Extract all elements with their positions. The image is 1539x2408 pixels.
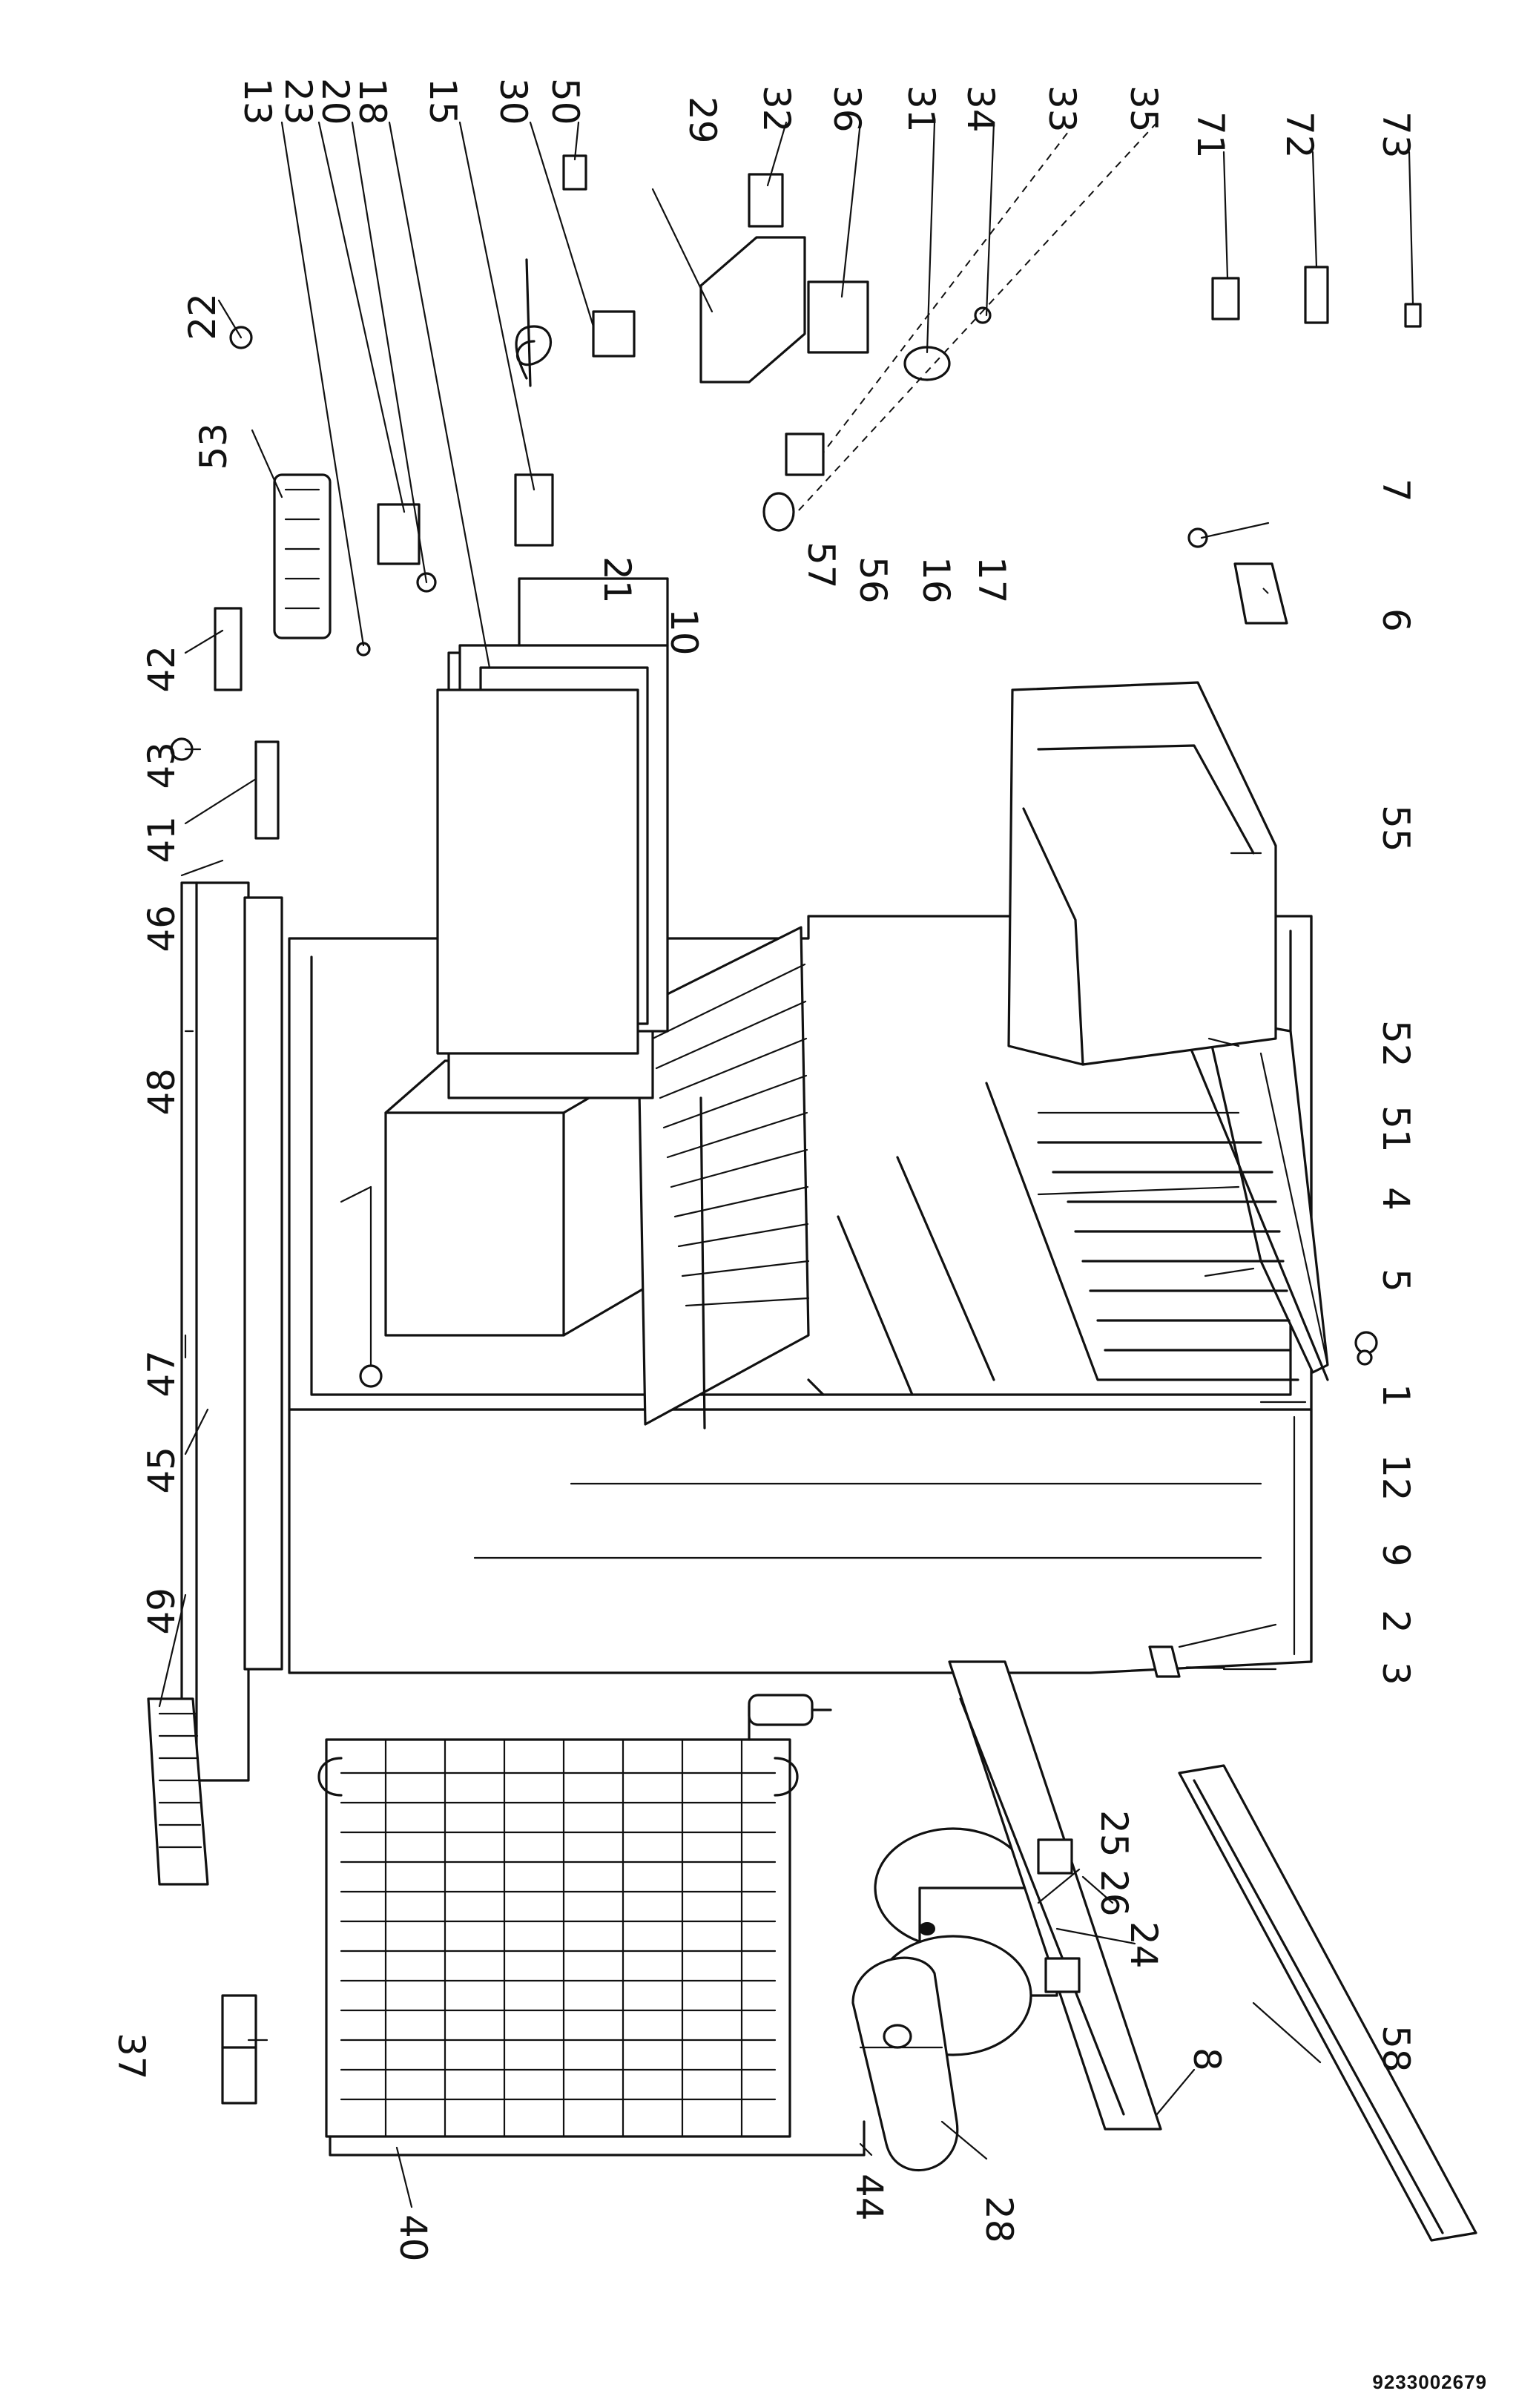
callout-53: 53 bbox=[192, 423, 235, 470]
callout-44: 44 bbox=[848, 2174, 891, 2221]
callout-12: 12 bbox=[1374, 1454, 1417, 1501]
callout-25: 25 bbox=[1093, 1810, 1136, 1858]
callout-36: 36 bbox=[825, 85, 869, 133]
callout-58: 58 bbox=[1374, 2025, 1417, 2073]
callout-10: 10 bbox=[662, 608, 705, 656]
callout-40: 40 bbox=[392, 2214, 435, 2262]
crisper-drawer bbox=[1007, 681, 1277, 1066]
callout-24: 24 bbox=[1122, 1921, 1165, 1969]
callout-17: 17 bbox=[970, 556, 1013, 604]
callout-28: 28 bbox=[978, 2196, 1021, 2243]
relay-cover bbox=[851, 1956, 959, 2172]
callout-3: 3 bbox=[1374, 1662, 1417, 1685]
callout-51: 51 bbox=[1374, 1105, 1417, 1153]
condenser-bracket bbox=[221, 1994, 257, 2105]
callout-37: 37 bbox=[110, 2033, 153, 2080]
callout-43: 43 bbox=[140, 742, 183, 789]
part-callouts: 22 53 42 43 41 46 48 47 45 49 13 23 20 1… bbox=[110, 78, 1417, 2262]
callout-29: 29 bbox=[681, 96, 724, 144]
callout-6: 6 bbox=[1374, 608, 1417, 632]
callout-45: 45 bbox=[140, 1447, 183, 1494]
callout-49: 49 bbox=[140, 1588, 183, 1635]
callout-9: 9 bbox=[1374, 1543, 1417, 1567]
callout-22: 22 bbox=[181, 293, 224, 341]
callout-5: 5 bbox=[1374, 1269, 1417, 1292]
leader-lines bbox=[158, 121, 1414, 2208]
callout-2: 2 bbox=[1374, 1610, 1417, 1634]
callout-23: 23 bbox=[277, 78, 320, 125]
callout-56: 56 bbox=[851, 556, 894, 604]
freezer-door-frame bbox=[436, 577, 669, 1099]
callout-57: 57 bbox=[800, 542, 843, 589]
small-parts-top bbox=[170, 326, 554, 840]
capillary-tube bbox=[748, 1694, 832, 1726]
callout-50: 50 bbox=[544, 78, 587, 125]
callout-73: 73 bbox=[1374, 111, 1417, 159]
callout-55: 55 bbox=[1374, 805, 1417, 852]
lamp-assembly bbox=[699, 173, 1422, 532]
kickplate bbox=[1178, 1764, 1477, 2242]
callout-13: 13 bbox=[236, 78, 279, 125]
callout-33: 33 bbox=[1041, 85, 1084, 133]
callout-16: 16 bbox=[914, 556, 958, 604]
door-panel bbox=[180, 881, 283, 1782]
callout-21: 21 bbox=[596, 556, 639, 604]
callout-18: 18 bbox=[351, 78, 394, 125]
callout-1: 1 bbox=[1374, 1384, 1417, 1407]
callout-4: 4 bbox=[1374, 1187, 1417, 1211]
callout-31: 31 bbox=[900, 85, 943, 133]
lower-shelf-ribs bbox=[807, 1082, 1299, 1396]
callout-46: 46 bbox=[140, 905, 183, 953]
callout-20: 20 bbox=[314, 78, 357, 125]
compressor bbox=[874, 1660, 1162, 2131]
thermostat bbox=[515, 154, 636, 387]
hinge-parts bbox=[1148, 527, 1288, 1678]
callout-41: 41 bbox=[140, 816, 183, 863]
callout-7: 7 bbox=[1374, 478, 1417, 502]
callout-15: 15 bbox=[421, 78, 464, 125]
callout-72: 72 bbox=[1278, 111, 1321, 159]
callout-32: 32 bbox=[755, 85, 798, 133]
callout-42: 42 bbox=[140, 645, 183, 693]
drawing-code: 9233002679 bbox=[1372, 2371, 1487, 2393]
wire-shelf bbox=[636, 926, 810, 1430]
callout-47: 47 bbox=[140, 1350, 183, 1398]
door-handle bbox=[147, 1697, 209, 1886]
callout-34: 34 bbox=[959, 85, 1002, 133]
callout-26: 26 bbox=[1093, 1869, 1136, 1917]
callout-48: 48 bbox=[140, 1068, 183, 1116]
callout-35: 35 bbox=[1122, 85, 1165, 133]
callout-30: 30 bbox=[492, 78, 535, 125]
condenser-coil bbox=[317, 1705, 866, 2157]
callout-71: 71 bbox=[1189, 111, 1232, 159]
callout-8: 8 bbox=[1185, 2047, 1228, 2071]
callout-52: 52 bbox=[1374, 1020, 1417, 1068]
